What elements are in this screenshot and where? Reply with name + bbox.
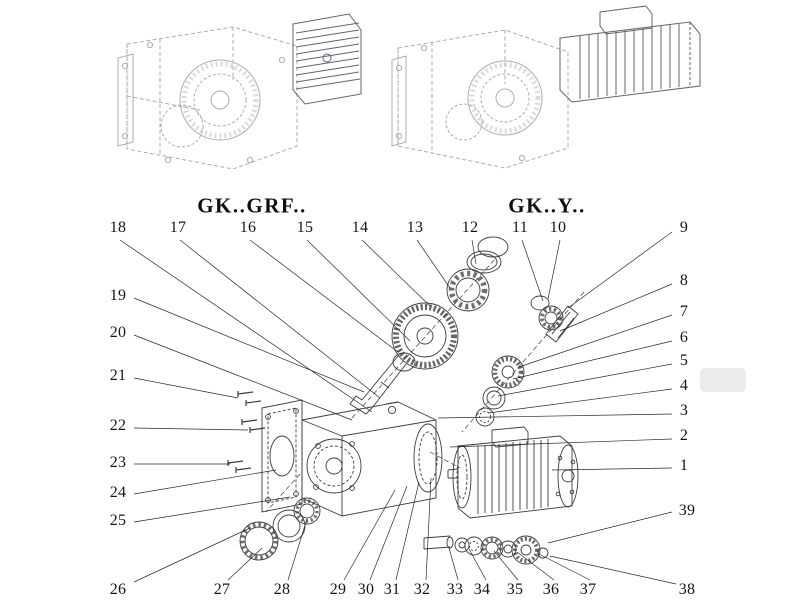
- gearbox-grf-drawing: [117, 26, 298, 170]
- input-shaft-parts-drawing: [423, 535, 549, 565]
- callout-21: 21: [109, 367, 127, 384]
- callout-6: 6: [679, 329, 689, 346]
- motor-y-drawing: [559, 5, 701, 103]
- callout-26: 26: [109, 581, 127, 598]
- callout-31: 31: [383, 581, 401, 598]
- callout-23: 23: [109, 454, 127, 471]
- mounting-flange-drawing: [261, 399, 303, 513]
- motor-drawing: [447, 426, 579, 519]
- grf-cover-drawing: [292, 13, 362, 105]
- gear-housing-drawing: [301, 401, 443, 517]
- callout-20: 20: [109, 324, 127, 341]
- callout-18: 18: [109, 219, 127, 236]
- callout-30: 30: [357, 581, 375, 598]
- callout-32: 32: [413, 581, 431, 598]
- assembly-axis-lines: [265, 257, 585, 513]
- callout-22: 22: [109, 417, 127, 434]
- callout-28: 28: [273, 581, 291, 598]
- variant-label-gk-y: GK..Y..: [508, 193, 586, 218]
- callout-24: 24: [109, 484, 127, 501]
- callout-25: 25: [109, 512, 127, 529]
- callout-13: 13: [406, 219, 424, 236]
- callout-7: 7: [679, 303, 689, 320]
- leader-lines: [119, 231, 677, 585]
- callout-14: 14: [351, 219, 369, 236]
- input-pinion-drawing: [475, 295, 579, 427]
- variant-label-gk-grf: GK..GRF..: [197, 193, 307, 218]
- exploded-parts: [227, 236, 585, 565]
- callout-39: 39: [678, 502, 696, 519]
- callout-38: 38: [678, 581, 696, 598]
- output-bearing-drawing: [446, 268, 490, 312]
- watermark-blur: [700, 368, 746, 392]
- lower-bearing-rings-drawing: [239, 497, 321, 561]
- callout-17: 17: [169, 219, 187, 236]
- callout-9: 9: [679, 219, 689, 236]
- flange-bolts-drawing: [227, 391, 266, 473]
- callout-4: 4: [679, 377, 689, 394]
- callout-34: 34: [473, 581, 491, 598]
- callout-10: 10: [549, 219, 567, 236]
- callout-36: 36: [542, 581, 560, 598]
- retaining-rings-drawing: [466, 236, 509, 274]
- callout-15: 15: [296, 219, 314, 236]
- callout-12: 12: [461, 219, 479, 236]
- callout-37: 37: [579, 581, 597, 598]
- callout-2: 2: [679, 427, 689, 444]
- callout-35: 35: [506, 581, 524, 598]
- output-gear-drawing: [349, 302, 459, 415]
- callout-19: 19: [109, 287, 127, 304]
- callout-5: 5: [679, 352, 689, 369]
- callout-16: 16: [239, 219, 257, 236]
- callout-11: 11: [511, 219, 529, 236]
- callout-3: 3: [679, 402, 689, 419]
- callout-1: 1: [679, 457, 689, 474]
- callout-29: 29: [329, 581, 347, 598]
- callout-27: 27: [213, 581, 231, 598]
- callout-8: 8: [679, 272, 689, 289]
- callout-33: 33: [446, 581, 464, 598]
- gearbox-y-drawing: [391, 29, 569, 169]
